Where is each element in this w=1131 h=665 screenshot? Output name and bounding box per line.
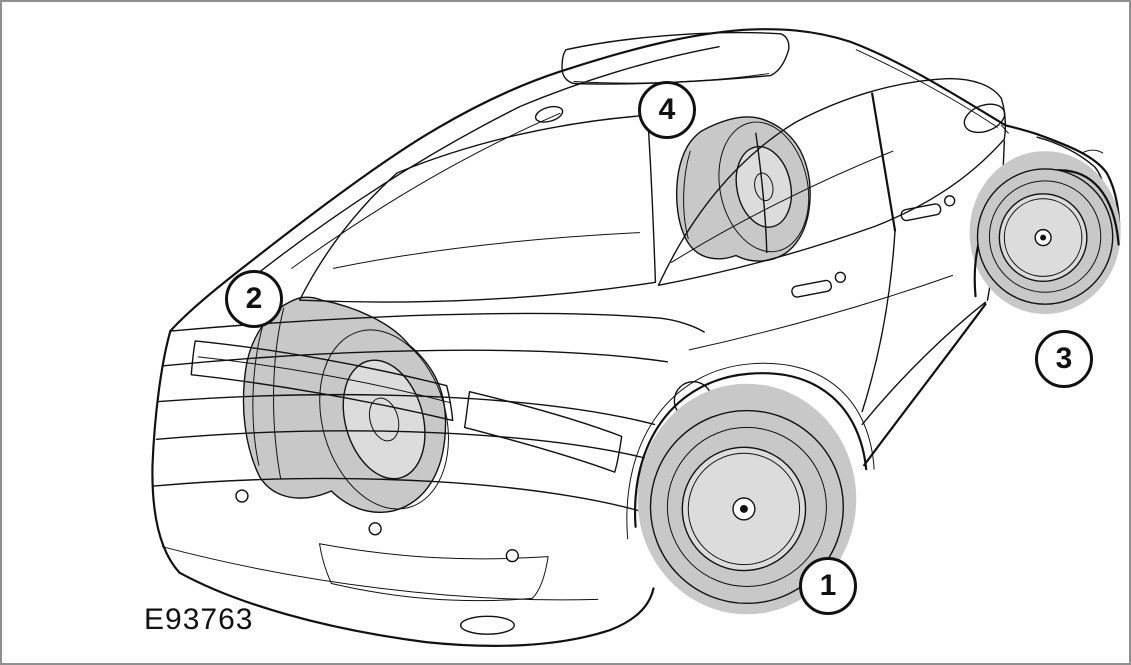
callout-2-label: 2 [245, 282, 263, 315]
plate-recess [318, 543, 549, 602]
rear-wheel-arch [633, 372, 868, 528]
left-rear-wheel-shaded [242, 296, 449, 513]
callout-3: 3 [1035, 330, 1093, 388]
body-silhouette [151, 329, 655, 647]
parking-sensor [368, 522, 382, 536]
door-mirror [963, 103, 1009, 134]
exhaust-tip [459, 615, 516, 635]
tail-lamps [190, 340, 623, 473]
right-front-wheel [969, 151, 1121, 315]
antenna [534, 105, 564, 123]
callout-4-label: 4 [658, 93, 676, 126]
callout-1-label: 1 [819, 569, 837, 602]
parking-sensor [505, 548, 519, 563]
door-handles [791, 195, 956, 298]
figure-code: E93763 [144, 603, 254, 636]
rear-window [298, 114, 657, 303]
trunk-lines [169, 312, 705, 333]
callout-2: 2 [225, 270, 283, 328]
right-rear-wheel [626, 362, 875, 615]
callout-1: 1 [799, 557, 857, 615]
callout-4: 4 [638, 81, 696, 139]
side-glass [657, 77, 1007, 286]
car-body-lines [151, 28, 1121, 647]
callout-3-label: 3 [1055, 342, 1073, 375]
parking-sensor [235, 489, 249, 503]
rear-door-line [861, 229, 896, 413]
b-pillar [871, 92, 897, 232]
roof-rail-line [253, 46, 720, 278]
left-front-wheel-shaded [676, 116, 811, 262]
quarter-window-divider [755, 132, 768, 254]
